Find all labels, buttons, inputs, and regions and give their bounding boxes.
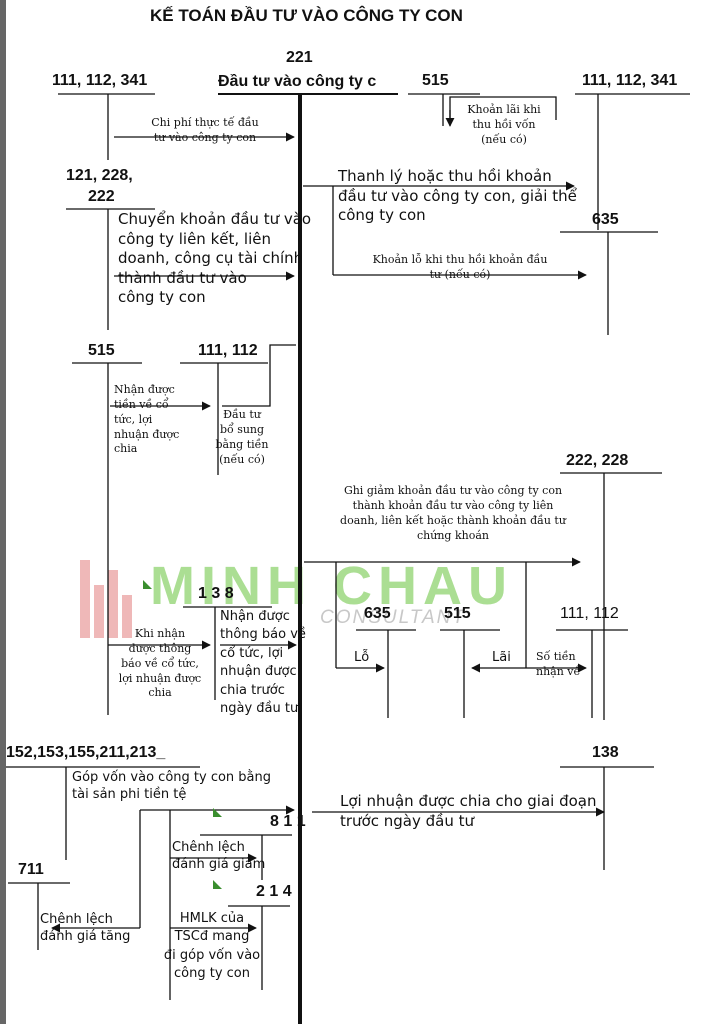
account-111-112-341-left: 111, 112, 341 [52,72,148,89]
label-nhan-thong-bao: Nhận được thông báo về cổ tức, lợi nhuận… [220,609,306,717]
account-138-right: 138 [592,744,619,761]
watermark-sub: CONSULTANT [320,607,466,628]
label-khoan-lai: Khoản lãi khi thu hồi vốn (nếu có) [467,103,541,146]
account-111-112-341-right: 111, 112, 341 [582,72,678,89]
account-635-top: 635 [592,211,619,228]
label-dau-tu-bo-sung: Đầu tư bổ sung bằng tiền (nếu có) [215,408,269,466]
mark-triangle-1 [143,580,152,589]
label-chenh-lech-tang: Chênh lệch đánh giá tăng [40,912,131,944]
label-lai: Lãi [492,650,511,665]
account-515-top: 515 [422,72,449,89]
label-chenh-lech-giam: Chênh lệch đánh giá giảm [172,840,266,872]
account-711: 711 [18,861,44,878]
label-gop-von: Góp vốn vào công ty con bằng tài sản phi… [72,770,272,802]
center-account-name: Đầu tư vào công ty c [218,74,377,90]
watermark-main: MINH CHAU [150,556,513,616]
label-chi-phi: Chi phí thực tế đầu tư vào công ty con [151,116,259,144]
mark-triangle-3 [213,880,222,889]
label-chuyen-khoan: Chuyển khoản đầu tư vào công ty liên kết… [118,210,312,306]
label-thanh-ly: Thanh lý hoặc thu hồi khoản đầu tư vào c… [338,167,577,224]
account-635-low: 635 [364,605,391,622]
account-138: 1 3 8 [198,585,234,602]
account-111-112-mid: 111, 112 [198,342,258,359]
label-nhan-duoc-tien: Nhận được tiền về cổ tức, lợi nhuận được… [114,383,180,456]
account-111-112-low: 111, 112 [560,605,619,622]
label-lo: Lỗ [354,650,370,665]
center-account-code: 221 [286,49,313,66]
label-so-tien: Số tiền nhận về [536,650,581,678]
account-811: 8 1 1 [270,813,306,830]
label-khi-nhan: Khi nhận được thông báo về cổ tức, lợi n… [118,627,202,700]
account-515-low: 515 [444,605,471,622]
label-ghi-giam: Ghi giảm khoản đầu tư vào công ty con th… [340,484,566,542]
page-title: KẾ TOÁN ĐẦU TƯ VÀO CÔNG TY CON [150,6,463,25]
label-loi-nhuan: Lợi nhuận được chia cho giai đoạn trước … [340,792,597,830]
account-152-153: 152,153,155,211,213_ [6,744,166,761]
account-515-mid: 515 [88,342,115,359]
label-khoan-lo: Khoản lỗ khi thu hồi khoản đầu tư (nếu c… [372,253,548,281]
mark-triangle-2 [213,808,222,817]
account-121-228-line1: 121, 228, [66,167,133,184]
account-121-228-line2: 222 [88,188,115,205]
account-214: 2 1 4 [256,883,292,900]
account-222-228: 222, 228 [566,452,629,469]
label-hmlk: HMLK của TSCđ mang đi góp vốn vào công t… [163,911,261,982]
